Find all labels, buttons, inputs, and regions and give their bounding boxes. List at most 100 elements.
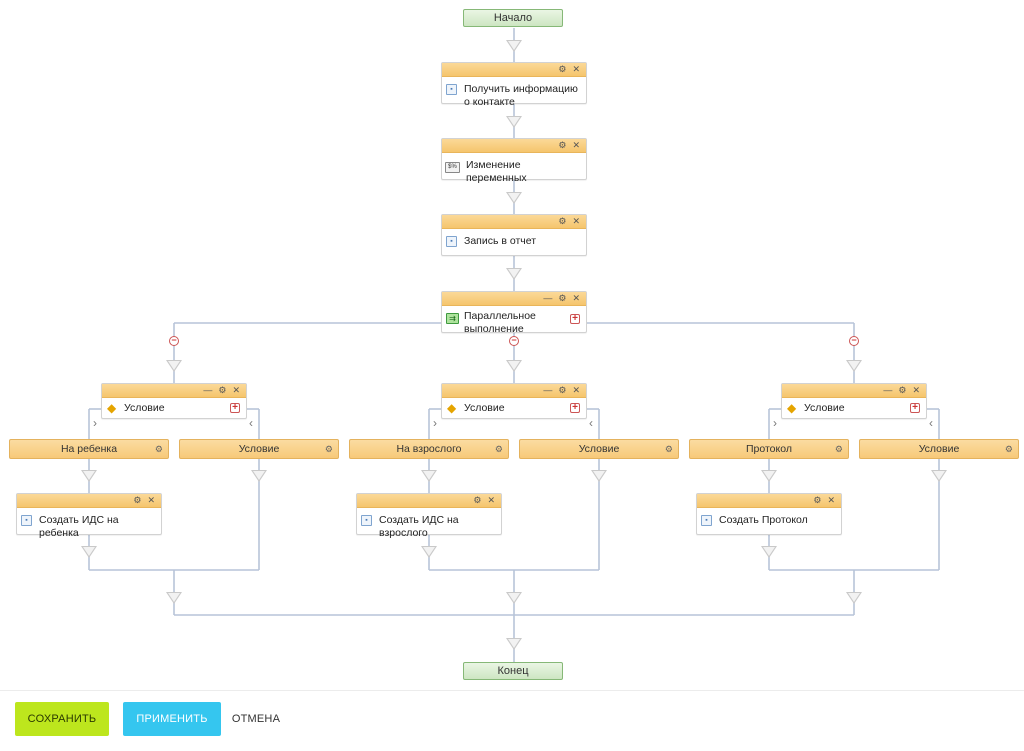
- branch-label: На взрослого: [396, 443, 462, 455]
- condition-icon: ◆: [447, 401, 457, 415]
- branch-yes[interactable]: На ребенка ⚙: [9, 439, 169, 459]
- gear-icon[interactable]: ⚙: [558, 140, 567, 150]
- add-branch-icon[interactable]: +: [570, 314, 580, 324]
- block-create-ids-child[interactable]: ⚙ ✕ ▪ Создать ИДС на ребенка: [16, 493, 162, 539]
- flow-arrow: [931, 470, 947, 482]
- remove-branch-icon[interactable]: −: [849, 336, 859, 346]
- block-write-report[interactable]: ⚙ ✕ ▪ Запись в отчет: [441, 214, 587, 256]
- remove-branch-icon[interactable]: −: [509, 336, 519, 346]
- block-header: ⚙ ✕: [357, 494, 501, 508]
- flow-arrow: [506, 360, 522, 372]
- close-icon[interactable]: ✕: [572, 140, 580, 150]
- block-header: ⚙ ✕: [442, 139, 586, 153]
- block-condition[interactable]: — ⚙ ✕ ◆ Условие +: [441, 383, 587, 419]
- gear-icon[interactable]: ⚙: [558, 385, 567, 395]
- close-icon[interactable]: ✕: [572, 385, 580, 395]
- block-condition[interactable]: — ⚙ ✕ ◆ Условие +: [781, 383, 927, 419]
- flow-arrow: [506, 268, 522, 280]
- minimize-icon[interactable]: —: [543, 385, 553, 395]
- flow-arrow: [846, 360, 862, 372]
- gear-icon[interactable]: ⚙: [133, 495, 142, 505]
- block-label: Получить информацию о контакте: [464, 83, 578, 108]
- branch-else[interactable]: Условие ⚙: [859, 439, 1019, 459]
- variables-icon: $%: [445, 162, 460, 173]
- block-header: — ⚙ ✕: [442, 292, 586, 306]
- block-label: Условие: [804, 402, 845, 414]
- gear-icon[interactable]: ⚙: [218, 385, 227, 395]
- flow-arrow: [506, 592, 522, 604]
- parallel-icon: ⇉: [446, 313, 459, 324]
- block-label: Запись в отчет: [464, 235, 537, 247]
- apply-button[interactable]: ПРИМЕНИТЬ: [123, 702, 221, 736]
- block-change-variables[interactable]: ⚙ ✕ $% Изменение переменных: [441, 138, 587, 184]
- flow-arrow: [166, 592, 182, 604]
- block-label: Создать ИДС на взрослого: [379, 514, 459, 539]
- block-header: ⚙ ✕: [442, 63, 586, 77]
- gear-icon[interactable]: ⚙: [664, 444, 673, 454]
- close-icon[interactable]: ✕: [487, 495, 495, 505]
- add-condition-icon[interactable]: +: [230, 403, 240, 413]
- minimize-icon[interactable]: —: [883, 385, 893, 395]
- gear-icon[interactable]: ⚙: [834, 444, 843, 454]
- add-condition-icon[interactable]: +: [910, 403, 920, 413]
- chevron-left-icon[interactable]: ‹: [929, 416, 933, 430]
- block-header: ⚙ ✕: [17, 494, 161, 508]
- gear-icon[interactable]: ⚙: [558, 216, 567, 226]
- save-button[interactable]: СОХРАНИТЬ: [15, 702, 109, 736]
- flow-arrow: [81, 546, 97, 558]
- task-icon: ▪: [446, 84, 457, 95]
- close-icon[interactable]: ✕: [912, 385, 920, 395]
- remove-branch-icon[interactable]: −: [169, 336, 179, 346]
- gear-icon[interactable]: ⚙: [558, 293, 567, 303]
- close-icon[interactable]: ✕: [572, 64, 580, 74]
- gear-icon[interactable]: ⚙: [494, 444, 503, 454]
- gear-icon[interactable]: ⚙: [154, 444, 163, 454]
- flow-arrow: [251, 470, 267, 482]
- start-node[interactable]: Начало: [463, 9, 563, 27]
- footer-toolbar: СОХРАНИТЬ ПРИМЕНИТЬ ОТМЕНА: [0, 690, 1024, 751]
- condition-icon: ◆: [787, 401, 797, 415]
- block-label: Изменение переменных: [466, 159, 527, 184]
- minimize-icon[interactable]: —: [203, 385, 213, 395]
- branch-else[interactable]: Условие ⚙: [179, 439, 339, 459]
- close-icon[interactable]: ✕: [572, 293, 580, 303]
- chevron-right-icon[interactable]: ›: [773, 416, 777, 430]
- branch-else[interactable]: Условие ⚙: [519, 439, 679, 459]
- close-icon[interactable]: ✕: [827, 495, 835, 505]
- gear-icon[interactable]: ⚙: [813, 495, 822, 505]
- minimize-icon[interactable]: —: [543, 293, 553, 303]
- chevron-left-icon[interactable]: ‹: [249, 416, 253, 430]
- gear-icon[interactable]: ⚙: [324, 444, 333, 454]
- gear-icon[interactable]: ⚙: [1004, 444, 1013, 454]
- cancel-button[interactable]: ОТМЕНА: [231, 713, 281, 725]
- end-node[interactable]: Конец: [463, 662, 563, 680]
- block-get-contact-info[interactable]: ⚙ ✕ ▪ Получить информацию о контакте: [441, 62, 587, 108]
- flow-arrow: [421, 546, 437, 558]
- block-header: — ⚙ ✕: [782, 384, 926, 398]
- block-header: ⚙ ✕: [697, 494, 841, 508]
- close-icon[interactable]: ✕: [572, 216, 580, 226]
- flow-arrow: [761, 546, 777, 558]
- chevron-left-icon[interactable]: ‹: [589, 416, 593, 430]
- block-label: Параллельное выполнение: [464, 310, 536, 335]
- connector-lines: [88, 28, 940, 662]
- block-create-protocol[interactable]: ⚙ ✕ ▪ Создать Протокол: [696, 493, 842, 535]
- close-icon[interactable]: ✕: [232, 385, 240, 395]
- branch-yes[interactable]: Протокол ⚙: [689, 439, 849, 459]
- chevron-right-icon[interactable]: ›: [93, 416, 97, 430]
- block-condition[interactable]: — ⚙ ✕ ◆ Условие +: [101, 383, 247, 419]
- gear-icon[interactable]: ⚙: [898, 385, 907, 395]
- gear-icon[interactable]: ⚙: [558, 64, 567, 74]
- task-icon: ▪: [446, 236, 457, 247]
- chevron-right-icon[interactable]: ›: [433, 416, 437, 430]
- close-icon[interactable]: ✕: [147, 495, 155, 505]
- flow-arrow: [761, 470, 777, 482]
- block-create-ids-adult[interactable]: ⚙ ✕ ▪ Создать ИДС на взрослого: [356, 493, 502, 539]
- gear-icon[interactable]: ⚙: [473, 495, 482, 505]
- branch-yes[interactable]: На взрослого ⚙: [349, 439, 509, 459]
- flow-arrow: [506, 638, 522, 650]
- task-icon: ▪: [21, 515, 32, 526]
- block-parallel-execution[interactable]: — ⚙ ✕ ⇉ Параллельное выполнение +: [441, 291, 587, 335]
- add-condition-icon[interactable]: +: [570, 403, 580, 413]
- workflow-canvas: Начало ⚙ ✕ ▪ Получить информацию о конта…: [9, 9, 1019, 680]
